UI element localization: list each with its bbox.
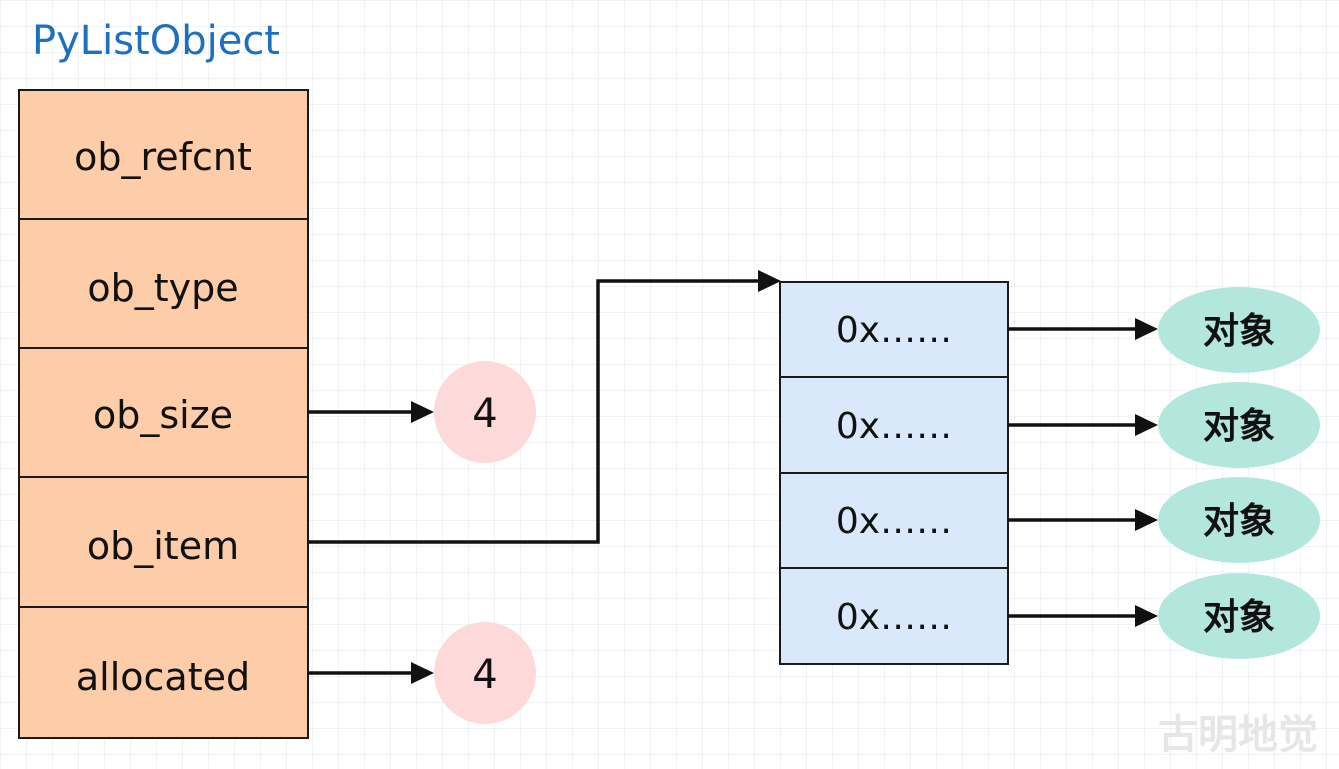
item-array: 0x…… 0x…… 0x…… 0x…… [779, 281, 1009, 665]
struct-fields: ob_refcnt ob_type ob_size ob_item alloca… [18, 89, 309, 739]
object-arrow [1008, 605, 1158, 627]
item-cell: 0x…… [779, 472, 1009, 569]
object-node-label: 对象 [1203, 597, 1275, 638]
item-cell-label: 0x…… [836, 501, 952, 542]
object-node-label: 对象 [1203, 501, 1275, 542]
field-ob-size: ob_size [18, 347, 309, 478]
object-node: 对象 [1158, 477, 1320, 563]
item-cell-label: 0x…… [836, 310, 952, 351]
field-ob-item: ob_item [18, 476, 309, 608]
field-ob-refcnt: ob_refcnt [18, 89, 309, 220]
field-ob-type: ob_type [18, 218, 309, 349]
item-cell-label: 0x…… [836, 597, 952, 638]
ob-size-value: 4 [434, 361, 536, 463]
object-node: 对象 [1158, 382, 1320, 468]
object-node: 对象 [1158, 573, 1320, 659]
item-cell: 0x…… [779, 281, 1009, 378]
item-cell: 0x…… [779, 376, 1009, 474]
object-arrow [1008, 509, 1158, 531]
allocated-value: 4 [434, 622, 536, 724]
field-ob-type-label: ob_type [87, 266, 238, 310]
field-ob-size-label: ob_size [93, 393, 233, 437]
diagram-title: PyListObject [32, 18, 280, 64]
field-ob-item-label: ob_item [87, 524, 239, 568]
allocated-arrow [308, 662, 434, 684]
object-arrow [1008, 414, 1158, 436]
field-allocated-label: allocated [76, 655, 250, 699]
item-cell-label: 0x…… [836, 406, 952, 447]
field-allocated: allocated [18, 606, 309, 739]
object-node-label: 对象 [1203, 311, 1275, 352]
item-cell: 0x…… [779, 567, 1009, 665]
ob-size-value-text: 4 [472, 391, 497, 437]
object-node-label: 对象 [1203, 406, 1275, 447]
object-node: 对象 [1158, 287, 1320, 373]
ob-item-arrow [308, 270, 781, 544]
object-arrow [1008, 318, 1158, 340]
ob-size-arrow [308, 401, 434, 423]
allocated-value-text: 4 [472, 652, 497, 698]
watermark: 古明地觉 [1158, 712, 1318, 758]
field-ob-refcnt-label: ob_refcnt [74, 135, 252, 179]
